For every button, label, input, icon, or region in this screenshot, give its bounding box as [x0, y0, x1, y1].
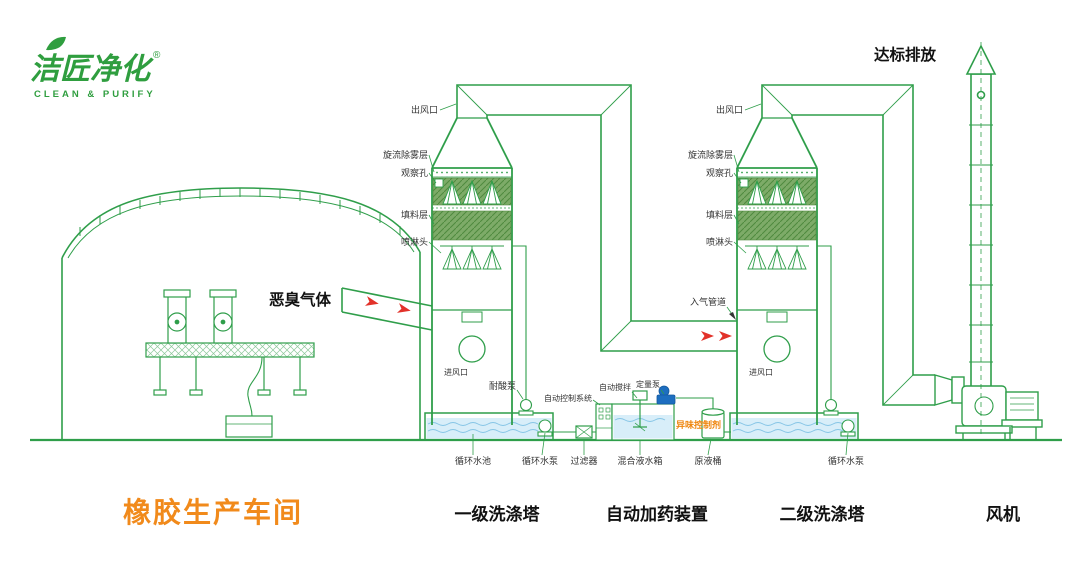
- circulation-pump-1: [538, 419, 552, 433]
- production-machinery: [145, 289, 315, 438]
- circ-pump2-label: 循环水泵: [828, 455, 864, 466]
- workshop-caption: 橡胶生产车间: [123, 496, 303, 528]
- acid-pump-label: 耐酸泵: [489, 380, 516, 391]
- gas-flow-arrows: [364, 296, 732, 341]
- duct-tower2-to-fan: [761, 84, 935, 406]
- raw-barrel-label: 原液桶: [694, 455, 721, 466]
- inlet-pipe-arrow: [729, 312, 736, 320]
- tower1-basin: [424, 412, 554, 441]
- odor-agent-label: 异味控制剂: [676, 419, 721, 430]
- gas-inlet-pipe-label: 入气管道: [690, 296, 726, 307]
- logo-leaf-icon: [46, 36, 66, 51]
- scrubber-tower-2: [736, 117, 818, 425]
- tower1-outlet-label: 出风口: [411, 104, 438, 115]
- dosing-caption: 自动加药装置: [606, 504, 708, 524]
- demister-layer: [433, 169, 511, 177]
- pool-label: 循环水池: [455, 455, 491, 466]
- circ-pump1-label: 循环水泵: [522, 455, 558, 466]
- brand-tagline: CLEAN & PURIFY: [34, 89, 156, 100]
- recirculation-pipes: [512, 245, 856, 437]
- spray-heads-row: [440, 245, 504, 270]
- tower1-demister-label: 旋流除雾层: [383, 149, 428, 160]
- tower1-observation-label: 观察孔: [401, 167, 428, 178]
- tower1-caption: 一级洗涤塔: [455, 504, 541, 524]
- observation-port: [739, 178, 749, 188]
- tower2-outlet-label: 出风口: [716, 104, 743, 115]
- registered-mark: ®: [153, 50, 161, 61]
- leader-lines: [428, 103, 849, 456]
- distributor-box: [766, 311, 788, 323]
- demister-layer: [738, 169, 816, 177]
- mix-tank-label: 混合液水箱: [617, 455, 662, 466]
- spray-heads-row: [745, 245, 809, 270]
- tower2-inlet-label: 进风口: [749, 368, 773, 377]
- odor-gas-label: 恶臭气体: [269, 290, 332, 309]
- tower2-observation-label: 观察孔: [706, 167, 733, 178]
- manhole: [458, 335, 486, 363]
- fan-unit: [934, 374, 1043, 440]
- packing-layer-lower: [432, 210, 512, 241]
- raw-liquid-barrel: [701, 408, 725, 439]
- roof-ribs: [79, 188, 401, 236]
- tower2-sprayhead-label: 喷淋头: [706, 236, 733, 247]
- duct-tower1-to-tower2: [456, 84, 737, 352]
- scrubber-tower-1: [431, 117, 513, 425]
- stirrer-label: 自动搅拌: [599, 382, 631, 392]
- acid-pump: [519, 398, 533, 412]
- workshop-building: [61, 187, 421, 440]
- observation-port: [434, 178, 444, 188]
- tower1-sprayhead-label: 喷淋头: [401, 236, 428, 247]
- packing-layer-lower: [737, 210, 817, 241]
- manhole: [763, 335, 791, 363]
- control-system-label: 自动控制系统: [544, 393, 592, 403]
- fan-caption: 风机: [986, 504, 1020, 524]
- logo: 洁匠净化 ® CLEAN & PURIFY: [30, 36, 161, 100]
- brand-name: 洁匠净化: [30, 53, 154, 86]
- dosing-system: [553, 385, 731, 441]
- tower1-packing-label: 填料层: [401, 209, 428, 220]
- spray-cones-upper: [747, 179, 807, 205]
- metering-pump-label: 定量泵: [636, 379, 660, 389]
- acid-pump-2: [824, 398, 838, 412]
- tower2-packing-label: 填料层: [706, 209, 733, 220]
- tower2-demister-label: 旋流除雾层: [688, 149, 733, 160]
- distributor-box: [461, 311, 483, 323]
- emission-label: 达标排放: [874, 45, 937, 64]
- circulation-pump-2: [841, 419, 855, 433]
- tower2-caption: 二级洗涤塔: [780, 504, 866, 524]
- tower1-inlet-label: 进风口: [444, 368, 468, 377]
- spray-cones-upper: [442, 179, 502, 205]
- workshop-exhaust-duct: [341, 287, 433, 331]
- metering-pump: [656, 385, 676, 405]
- filter-label: 过滤器: [570, 455, 597, 466]
- tower2-basin: [729, 412, 859, 441]
